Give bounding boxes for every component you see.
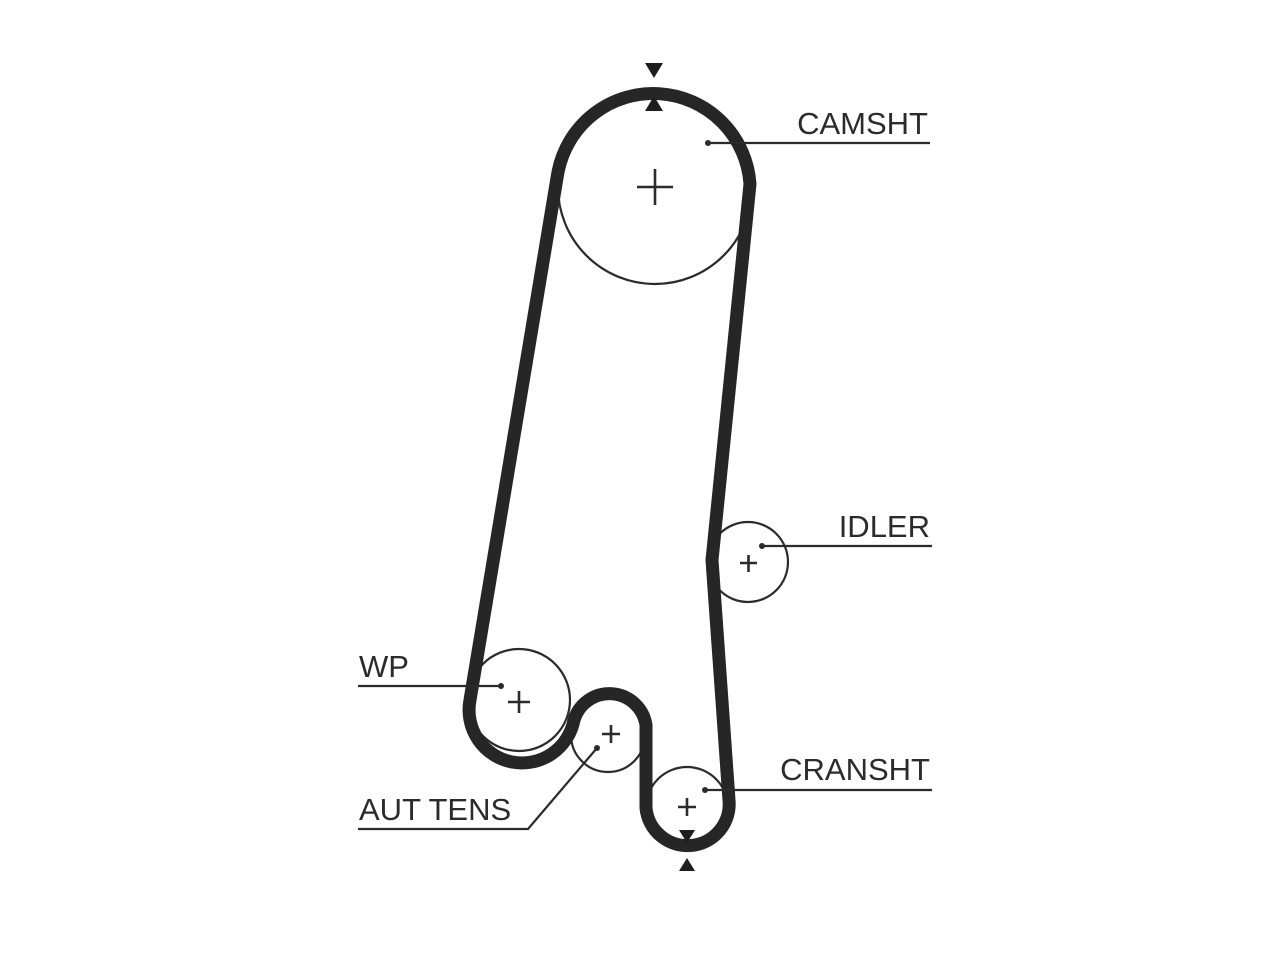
crankshaft-center-mark	[678, 798, 696, 816]
water-pump-leader	[358, 683, 504, 689]
idler-label: IDLER	[839, 509, 930, 544]
crankshaft-leader	[702, 787, 932, 793]
camshaft-timing-mark-bottom	[645, 96, 663, 111]
idler-center-mark	[740, 555, 757, 572]
crankshaft-label: CRANSHT	[780, 752, 930, 787]
crankshaft-timing-mark-bottom	[679, 858, 695, 871]
camshaft-leader	[705, 140, 930, 146]
water-pump-label: WP	[359, 649, 409, 684]
water-pump-center-mark	[508, 691, 530, 713]
idler-leader	[759, 543, 932, 549]
auto-tensioner-leader	[358, 745, 600, 831]
timing-belt	[462, 87, 757, 853]
camshaft-center-mark	[637, 169, 673, 205]
camshaft-timing-mark-top	[645, 63, 663, 78]
auto-tensioner-center-mark	[602, 725, 620, 743]
crankshaft-timing-mark-top	[679, 830, 695, 843]
camshaft-label: CAMSHT	[797, 106, 928, 141]
auto-tensioner-label: AUT TENS	[359, 792, 511, 827]
